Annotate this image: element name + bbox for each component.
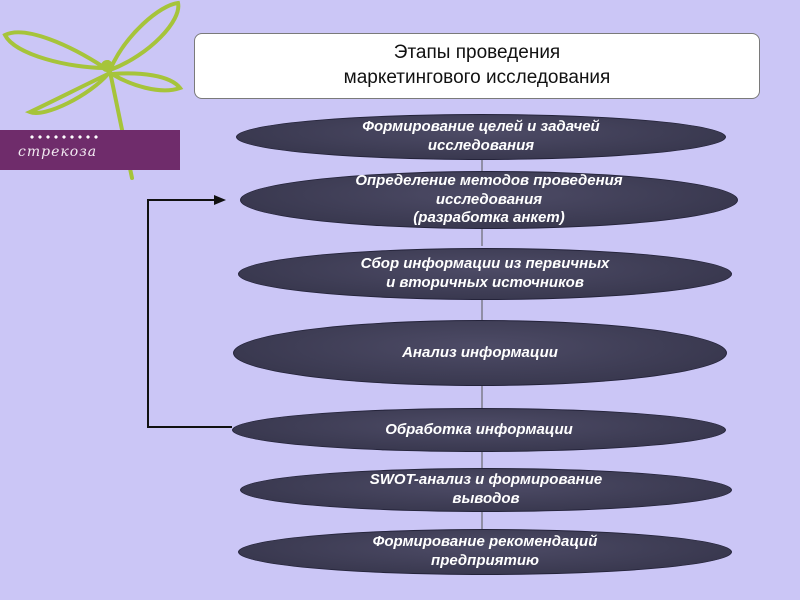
stage-7-recommendations: Формирование рекомендаций предприятию <box>238 529 732 575</box>
stage-2-methods: Определение методов проведения исследова… <box>240 171 738 229</box>
stage-3-collection: Сбор информации из первичных и вторичных… <box>238 248 732 300</box>
stage-1-goals: Формирование целей и задачей исследовани… <box>236 114 726 160</box>
stage-4-analysis: Анализ информации <box>233 320 727 386</box>
logo-dots <box>28 134 98 140</box>
title-box: Этапы проведения маркетингового исследов… <box>194 33 760 99</box>
feedback-arrow <box>147 199 232 428</box>
stage-5-processing: Обработка информации <box>232 408 726 452</box>
dragonfly-icon <box>2 0 184 180</box>
title-line-1: Этапы проведения <box>393 42 561 64</box>
logo-text: стрекоза <box>18 144 98 160</box>
title-line-2: маркетингового исследования <box>343 67 611 88</box>
stage-6-swot: SWOT-анализ и формирование выводов <box>240 468 732 512</box>
feedback-arrowhead <box>214 195 226 205</box>
